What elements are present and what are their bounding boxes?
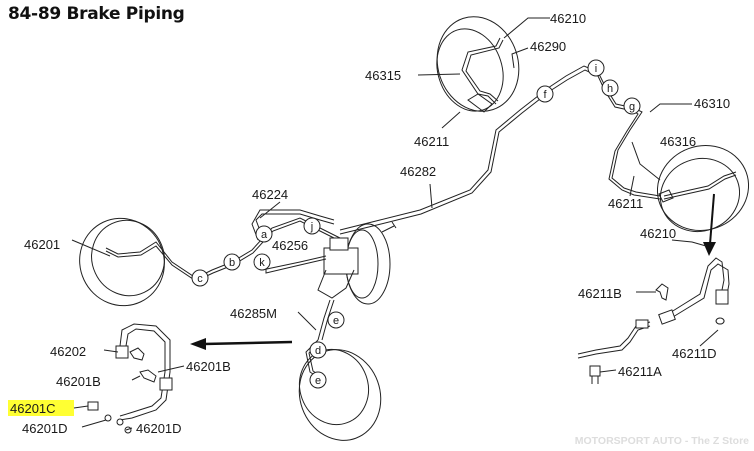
label-46201B-mid: 46201B [186,359,231,374]
svg-text:g: g [629,101,635,113]
label-46211B-right: 46211B [578,286,622,301]
connector-c: c [191,269,209,287]
master-cylinder-booster [317,221,397,305]
label-46202: 46202 [50,344,86,359]
label-46210-top: 46210 [550,11,586,26]
svg-text:j: j [310,221,313,233]
label-46211-top: 46211 [414,134,449,149]
label-46201D-right: 46201D [136,421,182,436]
connector-f: f [536,85,554,103]
watermark: MOTORSPORT AUTO - The Z Store [575,435,749,447]
label-46201D-left: 46201D [22,421,68,436]
connector-d: d [309,341,327,359]
label-46211A: 46211A [618,364,662,379]
label-46256: 46256 [272,238,308,253]
highlight-46201C [8,400,74,416]
svg-text:k: k [259,257,265,269]
label-46282: 46282 [400,164,436,179]
svg-text:h: h [607,83,613,95]
svg-text:i: i [595,63,597,75]
main-brake-line [339,65,661,235]
label-46201: 46201 [24,237,60,252]
label-46201C: 46201C [10,401,56,416]
label-46201B-left: 46201B [56,374,101,389]
svg-text:b: b [229,257,235,269]
connector-e: e [327,311,345,329]
svg-text:f: f [543,89,547,101]
svg-text:e: e [333,315,339,327]
page-title: 84-89 Brake Piping [8,4,185,24]
rear-left-backing-plate [436,16,520,113]
label-46290: 46290 [530,39,566,54]
label-46211-right: 46211 [608,196,643,211]
label-46285M: 46285M [230,306,277,321]
svg-text:a: a [261,229,268,241]
connector-b: b [223,253,241,271]
connector-e-lower: e [309,371,327,389]
front-left-backing-plate [79,217,341,307]
right-flex-hose [577,257,730,384]
left-flex-hose [87,323,173,434]
connector-a: a [255,225,273,243]
connector-k: k [253,253,271,271]
label-46210-right: 46210 [640,226,676,241]
connector-g: g [623,97,641,115]
connector-j: j [303,217,321,235]
label-46316: 46316 [660,134,696,149]
label-46310: 46310 [694,96,730,111]
exploded-view-arrows [190,193,716,350]
svg-text:d: d [315,345,321,357]
svg-text:c: c [197,273,203,285]
label-46315: 46315 [365,68,401,83]
rear-right-backing-plate [656,145,750,232]
connector-h: h [601,79,619,97]
front-right-backing-plate [298,339,382,441]
connector-i: i [587,59,605,77]
svg-text:e: e [315,375,321,387]
label-46224: 46224 [252,187,288,202]
label-46211D-right: 46211D [672,346,717,361]
leader-lines [71,17,719,431]
